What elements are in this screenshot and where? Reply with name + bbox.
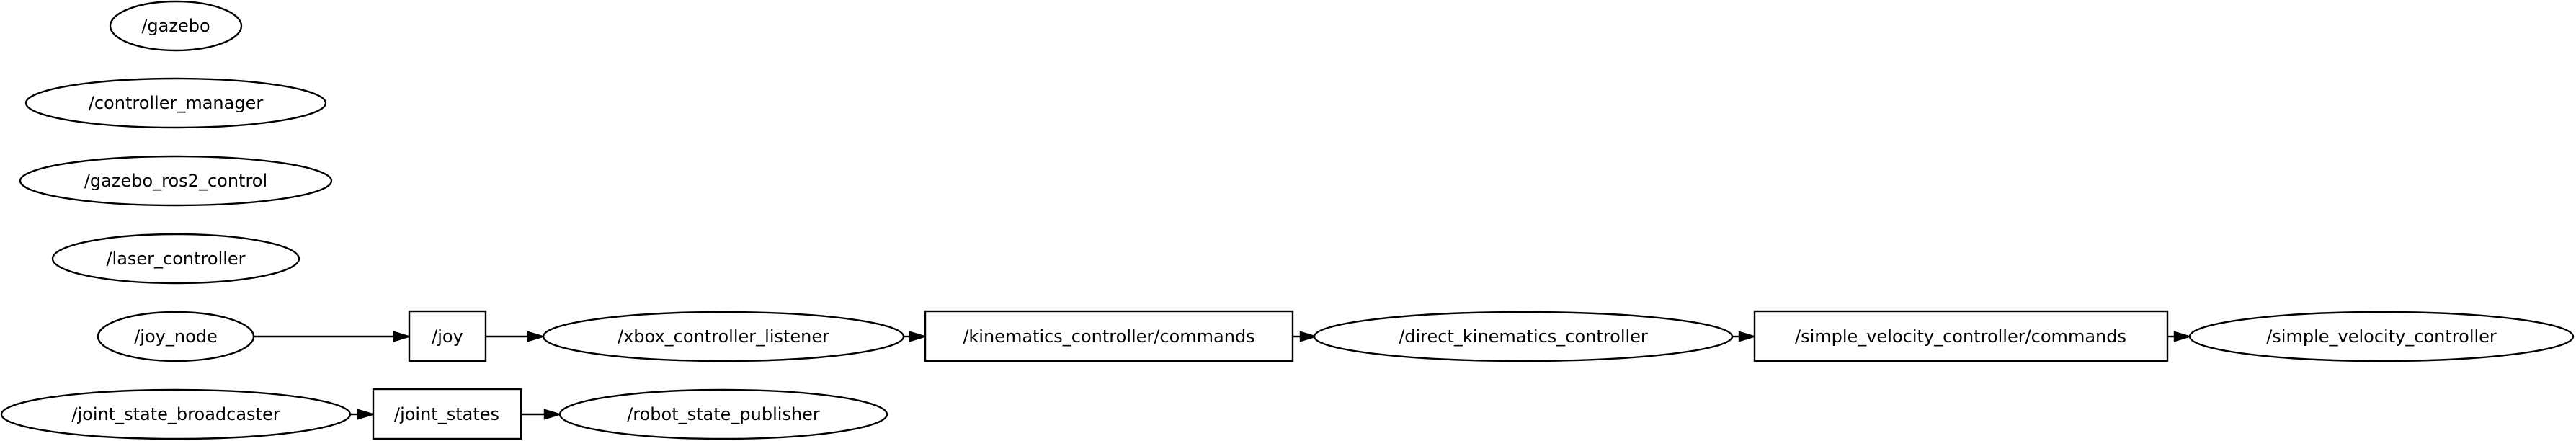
node-gazebo-ros2-control-label: /gazebo_ros2_control bbox=[84, 171, 267, 191]
topic-joy-label: /joy bbox=[432, 326, 463, 347]
topic-joy[interactable]: /joy bbox=[408, 310, 487, 362]
edge-direct-kinematics-to-simple-velocity-commands bbox=[1732, 331, 1757, 342]
node-xbox-controller-listener[interactable]: /xbox_controller_listener bbox=[542, 311, 905, 362]
node-direct-kinematics-controller-label: /direct_kinematics_controller bbox=[1399, 326, 1648, 347]
topic-kinematics-controller-commands-label: /kinematics_controller/commands bbox=[963, 326, 1254, 347]
node-joint-state-broadcaster[interactable]: /joint_state_broadcaster bbox=[0, 388, 352, 440]
node-direct-kinematics-controller[interactable]: /direct_kinematics_controller bbox=[1313, 311, 1734, 362]
node-laser-controller[interactable]: /laser_controller bbox=[51, 233, 300, 285]
node-gazebo-label: /gazebo bbox=[141, 16, 210, 36]
node-robot-state-publisher-label: /robot_state_publisher bbox=[627, 404, 820, 424]
node-simple-velocity-controller[interactable]: /simple_velocity_controller bbox=[2188, 311, 2575, 362]
edge-kinematics-commands-to-direct-kinematics bbox=[1293, 331, 1319, 342]
edge-xbox-listener-to-kinematics-commands bbox=[904, 331, 928, 342]
topic-joint-states[interactable]: /joint_states bbox=[372, 388, 522, 440]
node-xbox-controller-listener-label: /xbox_controller_listener bbox=[618, 326, 829, 347]
topic-kinematics-controller-commands[interactable]: /kinematics_controller/commands bbox=[924, 310, 1294, 362]
topic-simple-velocity-controller-commands-label: /simple_velocity_controller/commands bbox=[1795, 326, 2126, 347]
node-simple-velocity-controller-label: /simple_velocity_controller bbox=[2266, 326, 2497, 347]
edge-joint-state-broadcaster-to-joint-states bbox=[350, 409, 376, 420]
node-controller-manager[interactable]: /controller_manager bbox=[24, 77, 327, 129]
node-joy-node[interactable]: /joy_node bbox=[97, 311, 255, 362]
node-robot-state-publisher[interactable]: /robot_state_publisher bbox=[558, 388, 888, 440]
edge-joy-to-xbox-controller-listener bbox=[486, 331, 546, 342]
node-gazebo-ros2-control[interactable]: /gazebo_ros2_control bbox=[19, 155, 333, 207]
node-controller-manager-label: /controller_manager bbox=[89, 93, 264, 113]
edge-joint-states-to-robot-state-publisher bbox=[522, 409, 563, 420]
node-gazebo[interactable]: /gazebo bbox=[109, 0, 243, 52]
edge-joy-node-to-joy bbox=[254, 331, 412, 342]
topic-simple-velocity-controller-commands[interactable]: /simple_velocity_controller/commands bbox=[1753, 310, 2169, 362]
edges bbox=[254, 331, 2193, 420]
node-joint-state-broadcaster-label: /joint_state_broadcaster bbox=[71, 404, 280, 424]
node-laser-controller-label: /laser_controller bbox=[106, 249, 245, 269]
node-joy-node-label: /joy_node bbox=[134, 326, 218, 347]
edge-simple-velocity-commands-to-controller bbox=[2167, 331, 2193, 342]
topic-joint-states-label: /joint_states bbox=[394, 404, 499, 424]
